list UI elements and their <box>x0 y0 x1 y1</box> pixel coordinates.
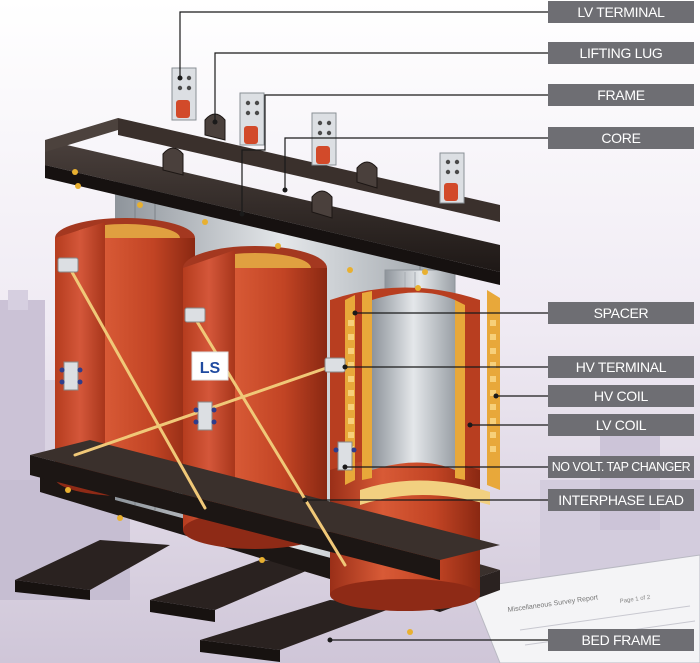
label-bed-frame: BED FRAME <box>548 629 694 651</box>
lv-terminals <box>171 67 465 204</box>
sheet-page: Page 1 of 2 <box>619 595 651 605</box>
label-core: CORE <box>548 127 694 149</box>
ls-logo-text: LS <box>200 360 221 377</box>
label-lv-coil: LV COIL <box>548 414 694 436</box>
leader-dots <box>177 75 499 643</box>
hv-terminals <box>57 257 346 373</box>
label-hv-coil: HV COIL <box>548 385 694 407</box>
label-spacer: SPACER <box>548 302 694 324</box>
leader-lines <box>179 11 548 641</box>
label-lv-terminal: LV TERMINAL <box>548 1 694 23</box>
label-interphase-lead: INTERPHASE LEAD <box>548 489 694 511</box>
lifting-lugs <box>162 113 378 219</box>
tap-changers <box>59 361 357 471</box>
label-frame: FRAME <box>548 84 694 106</box>
label-lifting-lug: LIFTING LUG <box>548 42 694 64</box>
ls-logo: LS <box>191 351 229 381</box>
frame-bolts <box>65 169 428 635</box>
frame <box>30 118 500 580</box>
label-hv-terminal: HV TERMINAL <box>548 356 694 378</box>
label-tap-changer: NO VOLT. TAP CHANGER <box>548 456 694 478</box>
